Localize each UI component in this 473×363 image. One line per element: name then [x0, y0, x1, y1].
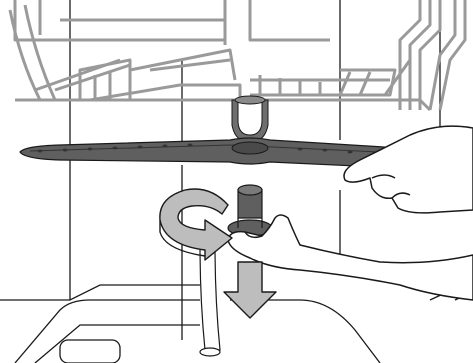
left-hand	[227, 214, 473, 301]
upper-rack	[8, 0, 467, 112]
rotate-arrow-icon	[159, 188, 233, 261]
upper-spray-hub	[231, 95, 269, 143]
down-arrow-icon	[223, 261, 277, 319]
right-hand	[343, 125, 473, 214]
